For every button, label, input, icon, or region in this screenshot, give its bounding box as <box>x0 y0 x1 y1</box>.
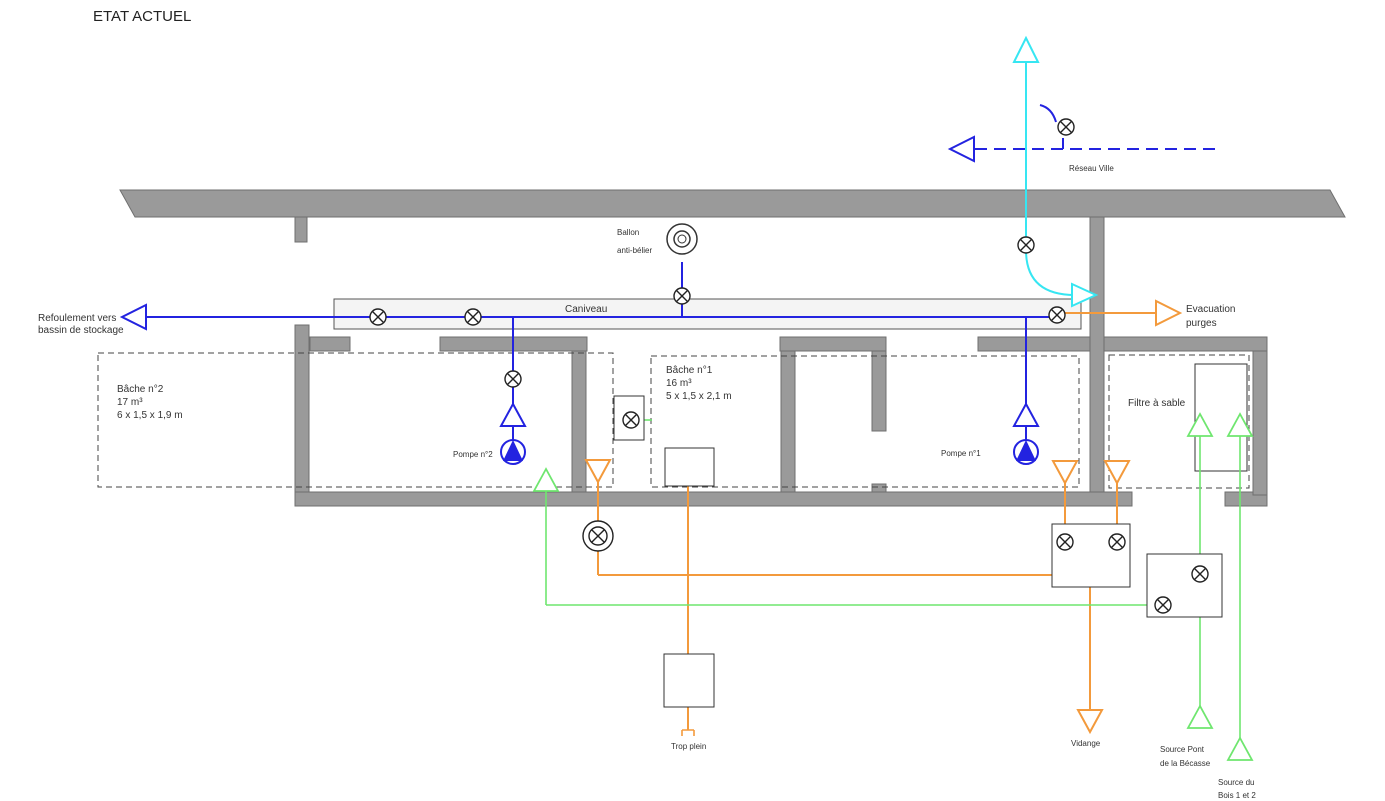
refoulement-network <box>142 104 1222 440</box>
evacuation-label-2: purges <box>1186 318 1217 329</box>
tank-top-seg-1 <box>309 336 351 352</box>
pump-icon <box>500 439 526 465</box>
source-bois-arrow-icon <box>1226 736 1254 761</box>
valve-icon <box>504 370 522 388</box>
source-bois-label-1: Source du <box>1218 778 1254 787</box>
caniveau-channel <box>333 298 1082 330</box>
evacuation-label-1: Evacuation <box>1186 304 1235 315</box>
evacuation-arrow-icon <box>1155 299 1183 327</box>
pompe-1-label: Pompe n°1 <box>941 449 981 458</box>
bache1-volume: 16 m³ <box>666 378 692 389</box>
cyan-right-arrow-icon <box>1071 282 1099 308</box>
bache2-dims: 6 x 1,5 x 1,9 m <box>117 410 183 421</box>
pump-2-arrow-icon <box>499 401 527 427</box>
reseau-ville-label: Réseau Ville <box>1069 164 1114 173</box>
orange-inlet-3-icon <box>1051 460 1079 486</box>
filtre-label: Filtre à sable <box>1128 398 1186 409</box>
green-outlet-arrow-icon <box>532 467 560 492</box>
vidange-arrow-icon <box>1076 709 1104 735</box>
tank-top-seg-3 <box>779 336 887 352</box>
ballon-label-1: Ballon <box>617 228 639 237</box>
partition-3-upper <box>871 350 887 432</box>
tank-right-wall <box>1252 336 1268 496</box>
pump-icon <box>1013 439 1039 465</box>
caniveau-label: Caniveau <box>565 304 607 315</box>
pompe-2-label: Pompe n°2 <box>453 450 493 459</box>
right-column-wall <box>1089 216 1105 496</box>
source-pont-arrow-icon <box>1186 704 1214 729</box>
cyan-up-arrow-icon <box>1012 35 1040 63</box>
filter-outline <box>1108 354 1250 489</box>
walls <box>119 189 1346 507</box>
refoulement-label-2: bassin de stockage <box>38 325 124 336</box>
trop-plein-box <box>663 653 715 708</box>
valve-icon <box>1017 236 1035 254</box>
source-pont-label-1: Source Pont <box>1160 745 1205 754</box>
reseau-ville-arrow-icon <box>947 135 975 163</box>
top-band-wall <box>119 189 1346 218</box>
valve-icon <box>369 308 387 326</box>
cyan-network <box>1025 60 1076 296</box>
orange-inlet-4-icon <box>1103 460 1131 486</box>
orange-inlet-1-icon <box>584 459 612 485</box>
partition-2 <box>780 350 796 493</box>
trop-plein-label: Trop plein <box>671 742 706 751</box>
tank-top-seg-4 <box>977 336 1091 352</box>
partition-3-lower <box>871 483 887 493</box>
page-title: ETAT ACTUEL <box>93 8 191 25</box>
pump-1 <box>1012 401 1040 465</box>
left-stub-wall <box>294 216 308 243</box>
valve-icon <box>622 411 640 429</box>
source-pont-label-2: de la Bécasse <box>1160 759 1211 768</box>
valve-icon <box>464 308 482 326</box>
tank-bottom-wall <box>294 491 1133 507</box>
bache2-volume: 17 m³ <box>117 397 143 408</box>
refoulement-label-1: Refoulement vers <box>38 313 116 324</box>
bache1-dims: 5 x 1,5 x 2,1 m <box>666 391 732 402</box>
tank-left-wall <box>294 324 310 496</box>
valve-icon <box>1048 306 1066 324</box>
green-filter-arrow-2-icon <box>1226 412 1254 437</box>
valve-icon <box>1057 118 1075 136</box>
valve-icon <box>673 287 691 305</box>
valve-icon <box>1056 533 1074 551</box>
bache2-outline <box>97 352 614 488</box>
refoulement-arrow-icon <box>119 303 147 331</box>
valve-icon <box>1108 533 1126 551</box>
valve-icon <box>1154 596 1172 614</box>
vidange-label: Vidange <box>1071 739 1101 748</box>
valve-icon <box>1191 565 1209 583</box>
bache2-name: Bâche n°2 <box>117 384 164 395</box>
bache1-outline <box>650 355 1080 488</box>
ballon-label-2: anti-bélier <box>617 246 652 255</box>
source-bois-label-2: Bois 1 et 2 <box>1218 791 1256 800</box>
large-valve-icon <box>582 520 614 552</box>
tank-top-seg-5 <box>1103 336 1268 352</box>
pump-2 <box>499 401 527 465</box>
green-filter-arrow-1-icon <box>1186 412 1214 437</box>
ballon-icon <box>666 223 698 255</box>
bache1-inlet-box <box>664 447 715 487</box>
pump-1-arrow-icon <box>1012 401 1040 427</box>
bache1-name: Bâche n°1 <box>666 365 713 376</box>
partition-1 <box>571 350 587 493</box>
